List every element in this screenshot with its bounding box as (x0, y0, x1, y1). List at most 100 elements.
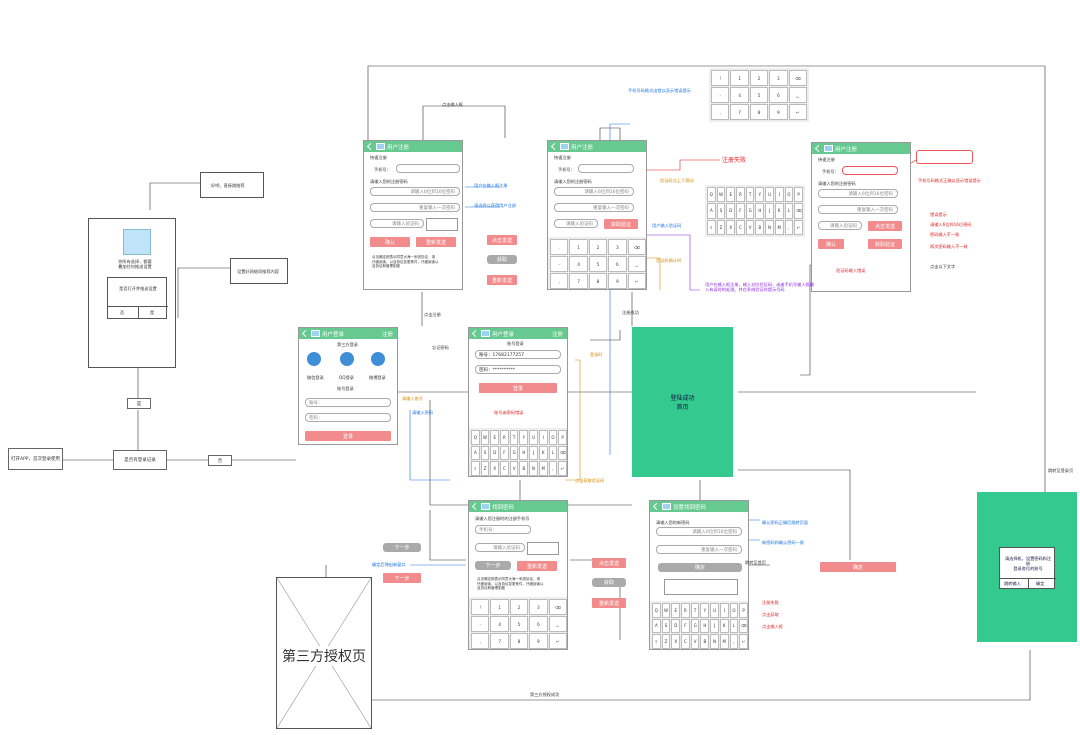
pwd-input-1[interactable]: 请输入6位到16位密码 (818, 189, 898, 198)
key[interactable]: B (519, 461, 529, 476)
key[interactable]: ! (711, 70, 730, 86)
key[interactable]: J (529, 445, 538, 461)
key[interactable]: A (707, 203, 716, 219)
key[interactable]: K (538, 445, 548, 461)
key[interactable]: ⌫ (627, 239, 646, 255)
key[interactable]: I (719, 603, 729, 618)
key[interactable]: , (471, 633, 490, 649)
key[interactable]: O (784, 187, 794, 203)
push-no-button[interactable]: 否 (108, 306, 139, 319)
back-icon[interactable] (301, 329, 310, 338)
key[interactable]: Y (519, 430, 529, 445)
key[interactable]: H (519, 445, 529, 461)
key[interactable]: 5 (509, 616, 529, 632)
key[interactable]: 2 (588, 239, 608, 255)
key[interactable]: E (671, 603, 681, 618)
key[interactable]: ↵ (739, 634, 748, 649)
key[interactable]: T (509, 430, 519, 445)
key[interactable]: L (548, 445, 558, 461)
key[interactable]: K (719, 618, 729, 634)
key[interactable]: Z (480, 461, 490, 476)
key[interactable]: ⌫ (739, 618, 748, 634)
key[interactable]: D (490, 445, 500, 461)
get-button[interactable]: 获取 (592, 578, 626, 587)
key[interactable]: M (538, 461, 548, 476)
login-button[interactable]: 登录 (305, 431, 391, 441)
confirm-button[interactable]: 确认 (370, 237, 410, 247)
key[interactable]: B (700, 634, 710, 649)
key[interactable]: 4 (490, 616, 509, 632)
key[interactable]: 5 (749, 87, 769, 103)
pwd-input-1[interactable]: 请输入6位到16位密码 (656, 527, 742, 536)
key[interactable]: U (765, 187, 774, 203)
phone-input[interactable] (396, 164, 460, 173)
key[interactable]: ⇧ (652, 634, 661, 649)
key[interactable]: ! (471, 599, 490, 615)
pwd-input-1[interactable]: 请输入6位到16位密码 (554, 187, 634, 196)
key[interactable]: 6 (769, 87, 788, 103)
key[interactable]: V (690, 634, 700, 649)
key[interactable]: E (490, 430, 500, 445)
reset-confirm-button[interactable]: 确定 (820, 562, 896, 572)
key[interactable]: ⌫ (558, 445, 567, 461)
key[interactable]: 4 (569, 256, 588, 272)
send-code-button[interactable]: 点击发送 (487, 235, 517, 245)
key[interactable]: U (529, 430, 538, 445)
resend-code-button[interactable]: 重新发送 (592, 598, 626, 608)
key[interactable]: - (550, 256, 569, 272)
pwd-input-1[interactable]: 请输入6位到16位密码 (370, 187, 460, 196)
next-step-button-red[interactable]: 下一步 (383, 573, 421, 583)
register-link[interactable]: 注册 (551, 331, 563, 338)
key[interactable]: ␣ (627, 256, 646, 272)
key[interactable]: W (661, 603, 671, 618)
key[interactable]: H (700, 618, 710, 634)
key[interactable]: ␣ (548, 616, 567, 632)
key[interactable]: A (652, 618, 661, 634)
key[interactable]: ↵ (627, 273, 646, 289)
key[interactable]: A (471, 445, 480, 461)
key[interactable]: 3 (769, 70, 788, 86)
send-code-button[interactable]: 点击发送 (592, 558, 626, 568)
key[interactable]: 9 (529, 633, 548, 649)
key[interactable]: M (774, 219, 784, 235)
key[interactable]: F (736, 203, 745, 219)
key[interactable]: Q (707, 187, 716, 203)
login-button[interactable]: 登录 (479, 383, 557, 393)
back-icon[interactable] (814, 144, 823, 153)
key[interactable]: K (774, 203, 784, 219)
key[interactable]: O (729, 603, 739, 618)
key[interactable]: G (690, 618, 700, 634)
key[interactable]: T (690, 603, 700, 618)
key[interactable]: 3 (608, 239, 627, 255)
key[interactable]: Y (755, 187, 765, 203)
key[interactable]: , (729, 634, 739, 649)
key[interactable]: X (490, 461, 500, 476)
pwd-input-2[interactable]: 重复输入一次密码 (554, 203, 634, 212)
key[interactable]: , (784, 219, 794, 235)
key[interactable]: Y (700, 603, 710, 618)
key[interactable]: B (755, 219, 765, 235)
get-button[interactable]: 获取 (487, 255, 517, 264)
key[interactable]: W (480, 430, 490, 445)
resend-button[interactable]: 重新发送 (517, 561, 557, 571)
key[interactable]: S (661, 618, 671, 634)
verify-input[interactable]: 请输入验证码 (475, 543, 525, 552)
next-button[interactable]: 下一步 (475, 561, 511, 570)
key[interactable]: M (719, 634, 729, 649)
key[interactable]: V (509, 461, 519, 476)
key[interactable]: J (710, 618, 719, 634)
key[interactable]: F (681, 618, 690, 634)
account-input[interactable]: 账号：17682177257 (475, 350, 561, 359)
key[interactable]: ⌫ (788, 70, 807, 86)
key[interactable]: 8 (509, 633, 529, 649)
key[interactable]: H (755, 203, 765, 219)
send-code-button[interactable]: 获取验证 (604, 219, 638, 229)
key[interactable]: , (711, 104, 730, 120)
confirm-button[interactable]: 确认 (818, 239, 844, 249)
key[interactable]: D (671, 618, 681, 634)
